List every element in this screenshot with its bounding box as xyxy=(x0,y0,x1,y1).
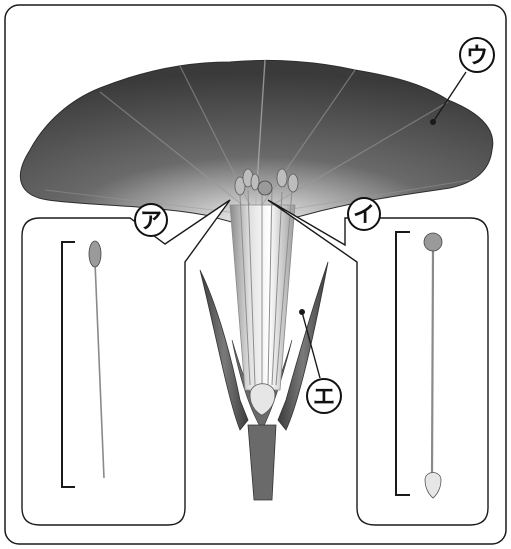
label-e: エ xyxy=(307,379,341,413)
svg-text:ア: ア xyxy=(140,209,162,234)
svg-text:ウ: ウ xyxy=(466,44,488,69)
label-a: ア xyxy=(135,204,167,236)
label-i: イ xyxy=(348,198,380,230)
stigma xyxy=(258,181,272,195)
svg-text:エ: エ xyxy=(313,385,335,410)
label-u: ウ xyxy=(460,38,494,72)
svg-text:イ: イ xyxy=(353,203,375,228)
